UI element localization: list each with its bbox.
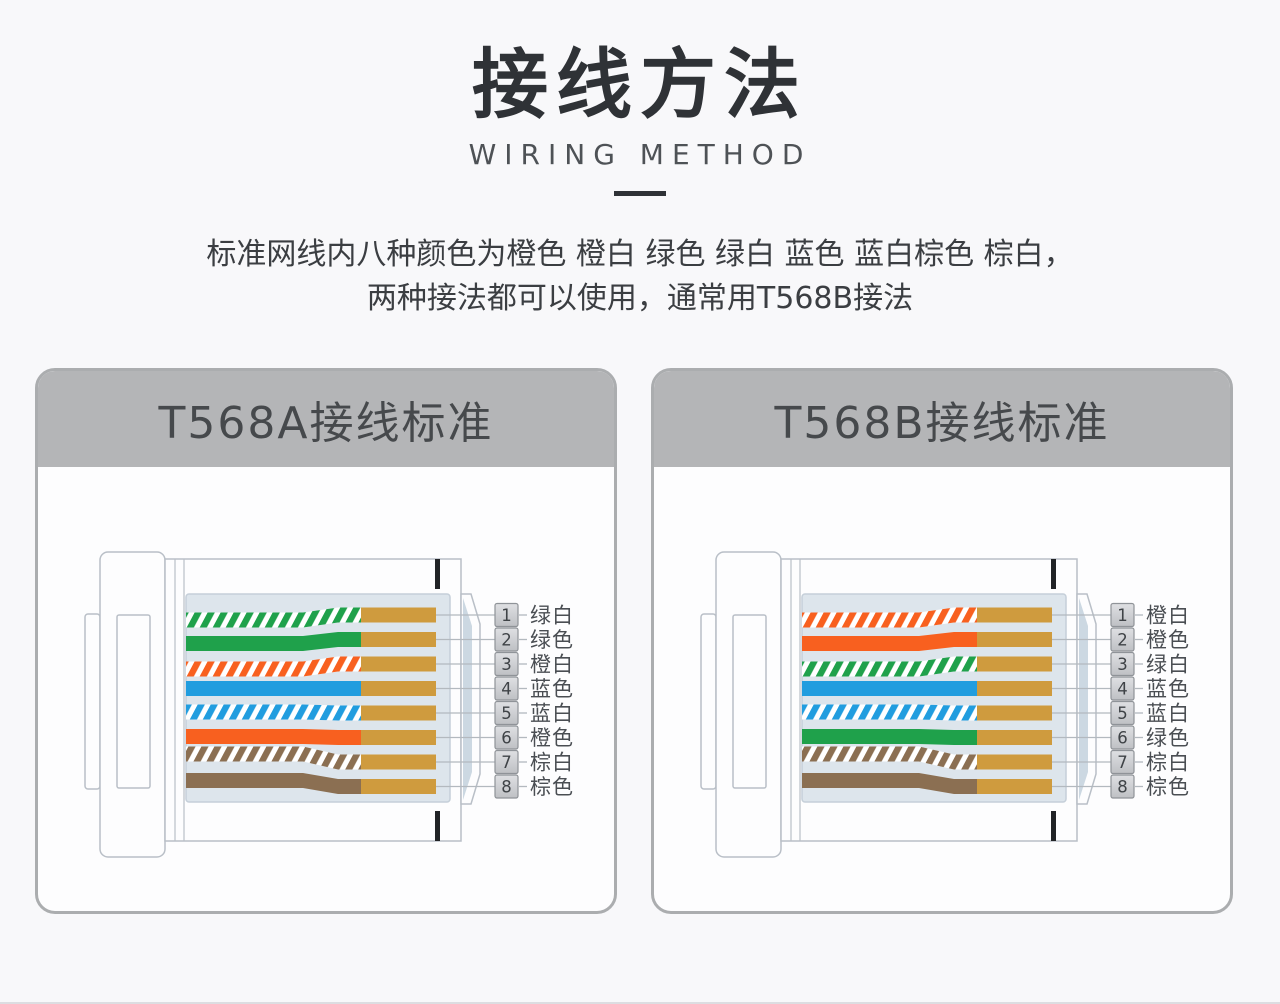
gold-pin bbox=[977, 632, 1052, 647]
description-line-1: 标准网线内八种颜色为橙色 橙白 绿色 绿白 蓝色 蓝白棕色 棕白， bbox=[206, 236, 1074, 272]
pin-number: 5 bbox=[1117, 704, 1128, 723]
plug-nose-shade bbox=[463, 598, 472, 800]
latch-bar-top bbox=[1051, 559, 1056, 589]
wire-color-label: 棕白 bbox=[1146, 751, 1190, 775]
boot-inner-panel bbox=[116, 614, 151, 789]
latch-bar-bottom bbox=[1051, 811, 1056, 841]
title-divider bbox=[614, 190, 666, 196]
cable-end bbox=[700, 613, 717, 790]
pin-number-box bbox=[1110, 602, 1135, 628]
pin-number-box bbox=[1110, 725, 1135, 750]
plug-nose-shade bbox=[1079, 598, 1088, 800]
pin-number: 2 bbox=[501, 631, 512, 650]
gold-pin bbox=[361, 705, 436, 721]
wire-color-label: 蓝白 bbox=[530, 702, 574, 726]
wire-color-label: 绿色 bbox=[1146, 726, 1190, 750]
pin-number-box bbox=[494, 774, 519, 799]
latch-bar-bottom bbox=[435, 811, 440, 841]
rj45-connector-diagram-t568a: 1 绿白 2 绿色 3 橙白 4 蓝色 5 蓝白 6 橙色 7 棕白 8 棕色 bbox=[84, 551, 574, 858]
wire-color-label: 棕白 bbox=[530, 751, 574, 775]
wire-color-label: 橙色 bbox=[530, 726, 574, 750]
panel-t568b: T568B接线标准 1 橙白 2 橙色 3 绿白 4 蓝色 5 蓝白 6 绿色 7 棕白 8 棕色 bbox=[651, 368, 1233, 914]
pin-number-box bbox=[494, 725, 519, 750]
pin-number: 4 bbox=[1117, 680, 1128, 699]
title-block: 接线方法 WIRING METHOD bbox=[0, 0, 1280, 196]
gold-pin bbox=[977, 779, 1052, 794]
wire-color-label: 绿白 bbox=[530, 604, 574, 628]
pin-number-box bbox=[1110, 627, 1135, 652]
panel-t568a: T568A接线标准 1 绿白 2 绿色 3 橙白 4 蓝色 5 蓝白 6 橙色 7 棕白 8 棕色 bbox=[35, 368, 617, 914]
standards-panels: T568A接线标准 1 绿白 2 绿色 3 橙白 4 蓝色 5 蓝白 6 橙色 7 棕白 8 棕色 T568B… bbox=[35, 368, 1233, 914]
pin-number: 4 bbox=[501, 680, 512, 699]
gold-pin bbox=[977, 656, 1052, 672]
gold-pin bbox=[361, 779, 436, 794]
pin-number: 7 bbox=[501, 753, 512, 772]
page-subtitle: WIRING METHOD bbox=[468, 138, 812, 172]
pin-number-box bbox=[1110, 700, 1135, 726]
pin-number: 6 bbox=[501, 729, 512, 748]
gold-pin bbox=[977, 607, 1052, 623]
wire-color-label: 橙白 bbox=[530, 653, 574, 677]
panel-t568a-header: T568A接线标准 bbox=[38, 371, 614, 467]
gold-pin bbox=[977, 705, 1052, 721]
pin-number: 3 bbox=[1117, 655, 1128, 674]
pin-number-box bbox=[1110, 749, 1135, 775]
wire-color-label: 棕色 bbox=[1146, 775, 1190, 799]
panel-t568b-title: T568B接线标准 bbox=[774, 398, 1110, 449]
gold-pin bbox=[361, 656, 436, 672]
pin-number: 1 bbox=[501, 606, 512, 625]
wire-color-label: 蓝色 bbox=[1146, 677, 1190, 701]
wire-color-label: 绿色 bbox=[530, 628, 574, 652]
pin-number: 6 bbox=[1117, 729, 1128, 748]
pin-number: 8 bbox=[1117, 778, 1128, 797]
gold-pin bbox=[361, 754, 436, 770]
pin-number-box bbox=[494, 651, 519, 677]
wire-color-label: 蓝白 bbox=[1146, 702, 1190, 726]
panel-t568b-header: T568B接线标准 bbox=[654, 371, 1230, 467]
pin-number-box bbox=[494, 602, 519, 628]
gold-pin bbox=[361, 681, 436, 696]
pin-number-box bbox=[494, 676, 519, 701]
connector-boot bbox=[99, 551, 166, 858]
wire-color-label: 蓝色 bbox=[530, 677, 574, 701]
gold-pin bbox=[361, 607, 436, 623]
rj45-connector-diagram-t568b: 1 橙白 2 橙色 3 绿白 4 蓝色 5 蓝白 6 绿色 7 棕白 8 棕色 bbox=[700, 551, 1190, 858]
pin-number-box bbox=[1110, 774, 1135, 799]
pin-number: 7 bbox=[1117, 753, 1128, 772]
gold-pin bbox=[977, 730, 1052, 745]
pin-number-box bbox=[494, 749, 519, 775]
pin-number: 1 bbox=[1117, 606, 1128, 625]
wire-color-label: 绿白 bbox=[1146, 653, 1190, 677]
boot-inner-panel bbox=[732, 614, 767, 789]
pin-number: 2 bbox=[1117, 631, 1128, 650]
panel-t568a-title: T568A接线标准 bbox=[158, 398, 494, 449]
pin-number: 3 bbox=[501, 655, 512, 674]
latch-bar-top bbox=[435, 559, 440, 589]
page-title: 接线方法 bbox=[472, 40, 808, 129]
gold-pin bbox=[977, 681, 1052, 696]
cable-end bbox=[84, 613, 101, 790]
wire-color-label: 棕色 bbox=[530, 775, 574, 799]
pin-number-box bbox=[1110, 676, 1135, 701]
wire-color-label: 橙白 bbox=[1146, 604, 1190, 628]
pin-number-box bbox=[494, 700, 519, 726]
pin-number: 8 bbox=[501, 778, 512, 797]
wire-color-label: 橙色 bbox=[1146, 628, 1190, 652]
gold-pin bbox=[361, 632, 436, 647]
gold-pin bbox=[361, 730, 436, 745]
pin-number: 5 bbox=[501, 704, 512, 723]
connector-boot bbox=[715, 551, 782, 858]
pin-number-box bbox=[494, 627, 519, 652]
gold-pin bbox=[977, 754, 1052, 770]
pin-number-box bbox=[1110, 651, 1135, 677]
description-line-2: 两种接法都可以使用，通常用T568B接法 bbox=[366, 280, 914, 316]
